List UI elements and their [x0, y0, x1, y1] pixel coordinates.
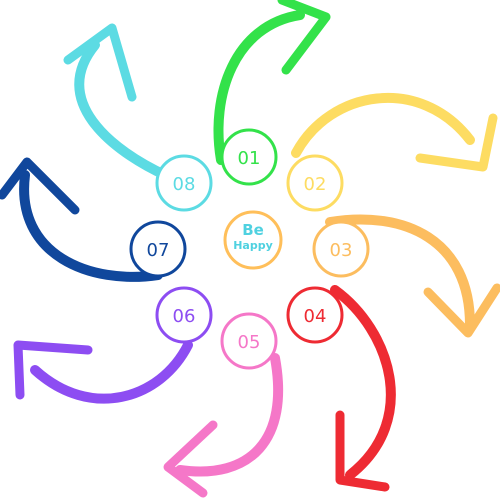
arrow-03: [325, 214, 500, 338]
step-06: 06: [155, 286, 213, 344]
arrow-04: [330, 285, 396, 492]
step-08: 08: [155, 154, 213, 212]
step-05: 05: [220, 312, 278, 370]
center-title: Be: [242, 221, 264, 239]
step-03: 03: [312, 220, 370, 278]
step-03-label: 03: [330, 240, 353, 261]
step-08-label: 08: [173, 174, 196, 195]
arrow-01: [213, 0, 331, 165]
arrow-07: [0, 157, 163, 282]
step-04: 04: [286, 286, 344, 344]
step-01: 01: [220, 128, 278, 186]
arrow-05: [163, 353, 284, 498]
arrow-08: [63, 23, 172, 181]
center-hub: Be Happy: [223, 210, 283, 270]
step-07: 07: [129, 220, 187, 278]
step-04-label: 04: [304, 306, 327, 327]
step-02: 02: [286, 154, 344, 212]
arrow-06: [13, 340, 193, 404]
step-07-label: 07: [147, 240, 170, 261]
step-02-label: 02: [304, 174, 327, 195]
step-01-label: 01: [238, 148, 261, 169]
step-05-label: 05: [238, 332, 261, 353]
center-subtitle: Happy: [233, 239, 273, 252]
step-06-label: 06: [173, 306, 196, 327]
arrow-02: [291, 92, 498, 172]
